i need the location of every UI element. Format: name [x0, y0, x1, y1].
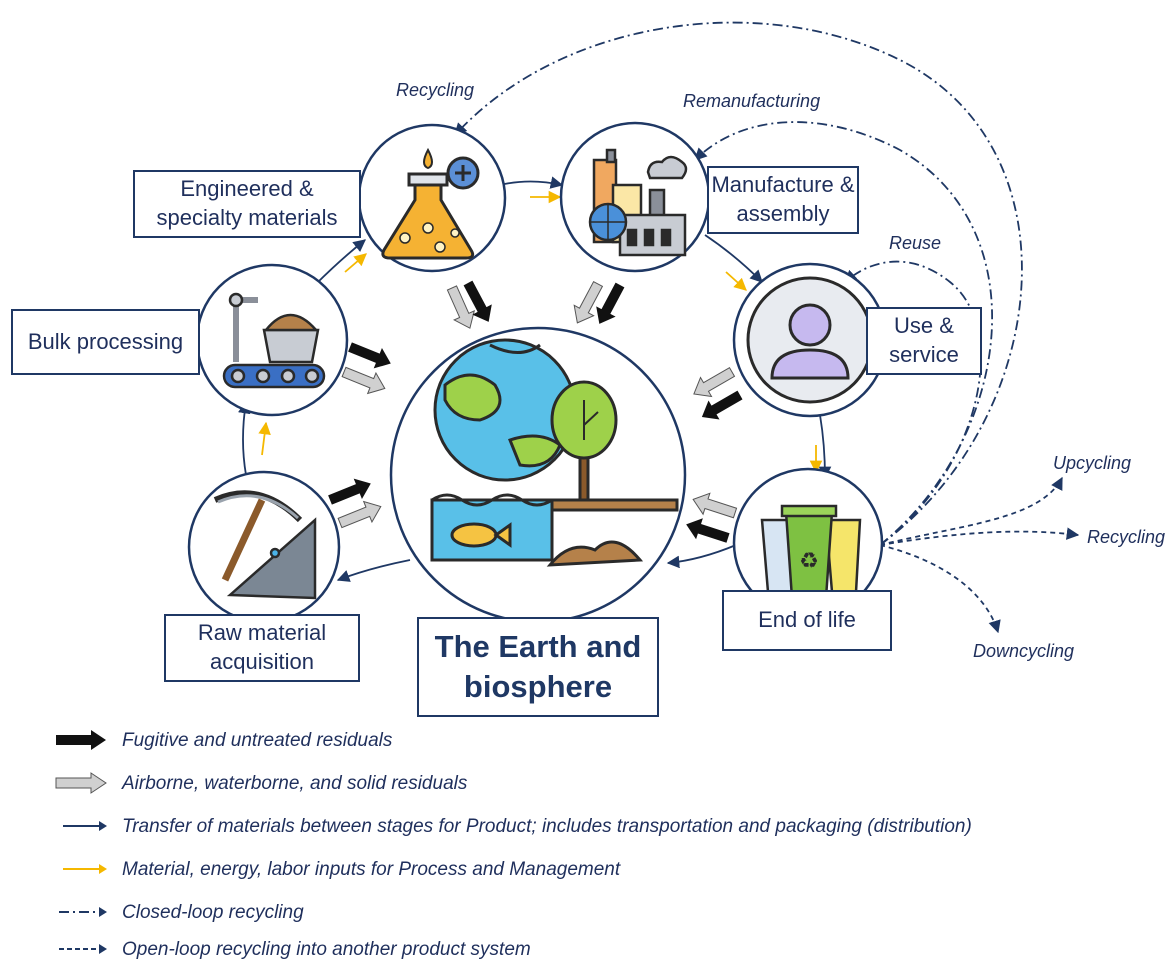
residual-end-black	[686, 518, 730, 543]
arrow-end-to-earth	[666, 544, 737, 569]
loop-recycling	[454, 21, 1023, 546]
open-loop-arrows	[879, 476, 1080, 634]
residual-engineered-gray	[446, 285, 475, 329]
residual-end-gray	[692, 492, 738, 519]
legend-orange-arrow-icon	[63, 864, 107, 874]
legend-navy-arrow-icon	[63, 821, 107, 831]
input-engineered-arrow	[344, 253, 367, 273]
raw-label-box: Raw material acquisition	[164, 614, 360, 682]
earth-biosphere-icon	[430, 338, 679, 567]
residual-raw-black	[328, 478, 371, 505]
arrow-manufacture-to-use	[704, 234, 763, 283]
legend-row-inputs	[55, 856, 107, 882]
residual-raw-gray	[337, 500, 382, 529]
end-label: End of life	[758, 607, 856, 633]
legend-black-arrow-icon	[56, 730, 106, 750]
person-icon	[746, 276, 874, 404]
legend-text-fugitive: Fugitive and untreated residuals	[122, 730, 393, 751]
legend-text-airborne: Airborne, waterborne, and solid residual…	[122, 773, 468, 794]
open-upcycling	[879, 476, 1063, 546]
recycling-right-label: Recycling	[1087, 527, 1166, 547]
transfer-arrows	[238, 176, 832, 582]
legend-text-open-loop: Open-loop recycling into another product…	[122, 939, 531, 960]
legend-dashed-arrow-icon	[59, 944, 107, 954]
flask-icon	[381, 147, 480, 260]
legend-row-fugitive	[55, 727, 107, 753]
arrow-bulk-to-engineered	[314, 239, 366, 286]
residual-bulk-gray	[341, 366, 386, 395]
legend-text-closed-loop: Closed-loop recycling	[122, 902, 304, 923]
use-label: Use & service	[889, 313, 959, 367]
legend-row-airborne	[55, 770, 107, 796]
residual-manufacture-black	[596, 282, 625, 324]
closed-loop-arrows	[454, 21, 1023, 546]
residual-arrows	[328, 280, 743, 543]
residual-engineered-black	[463, 280, 492, 322]
arrow-engineered-to-manufacture	[499, 176, 564, 189]
residual-bulk-black	[348, 342, 391, 369]
residual-manufacture-gray	[573, 280, 604, 324]
legend-row-open-loop	[55, 936, 107, 962]
end-label-box: End of life	[722, 590, 892, 651]
upcycling-label: Upcycling	[1053, 453, 1132, 473]
bulk-label: Bulk processing	[27, 328, 184, 354]
legend-text-inputs: Material, energy, labor inputs for Proce…	[122, 859, 621, 880]
engineered-label: Engineered & specialty materials	[156, 176, 338, 230]
svg-text:♻: ♻	[799, 548, 819, 573]
legend-text-transfer: Transfer of materials between stages for…	[122, 816, 972, 837]
open-recycling	[879, 527, 1080, 546]
downcycling-label: Downcycling	[973, 641, 1075, 661]
pickaxe-icon	[213, 490, 317, 600]
input-use-arrow	[725, 271, 747, 291]
arrow-earth-to-raw	[336, 559, 411, 582]
factory-icon	[588, 148, 688, 257]
raw-label: Raw material acquisition	[197, 620, 327, 674]
bulk-label-box: Bulk processing	[11, 309, 200, 375]
recycle-bins-icon: ♻	[760, 504, 862, 600]
manufacture-label: Manufacture & assembly	[711, 172, 855, 226]
manufacture-label-box: Manufacture & assembly	[707, 166, 859, 234]
legend-row-closed-loop	[55, 899, 107, 925]
loop-remanufacturing	[694, 121, 994, 546]
conveyor-icon	[222, 292, 326, 389]
earth-label-box: The Earth and biosphere	[417, 617, 659, 717]
legend-gray-arrow-icon	[55, 772, 107, 794]
open-downcycling	[879, 544, 1001, 634]
legend-dashdot-arrow-icon	[59, 907, 107, 917]
input-bulk-arrow	[258, 421, 271, 456]
arrow-raw-to-bulk	[238, 400, 251, 476]
residual-use-gray	[693, 366, 736, 398]
use-label-box: Use & service	[866, 307, 982, 375]
reuse-label: Reuse	[889, 233, 942, 253]
legend-row-transfer	[55, 813, 107, 839]
arrow-use-to-end	[818, 414, 832, 480]
remanufacturing-label: Remanufacturing	[683, 91, 821, 111]
engineered-label-box: Engineered & specialty materials	[133, 170, 361, 238]
input-arrows	[258, 190, 823, 474]
recycling-top-label: Recycling	[396, 80, 475, 100]
earth-label: The Earth and biosphere	[434, 628, 642, 704]
residual-use-black	[701, 390, 743, 420]
